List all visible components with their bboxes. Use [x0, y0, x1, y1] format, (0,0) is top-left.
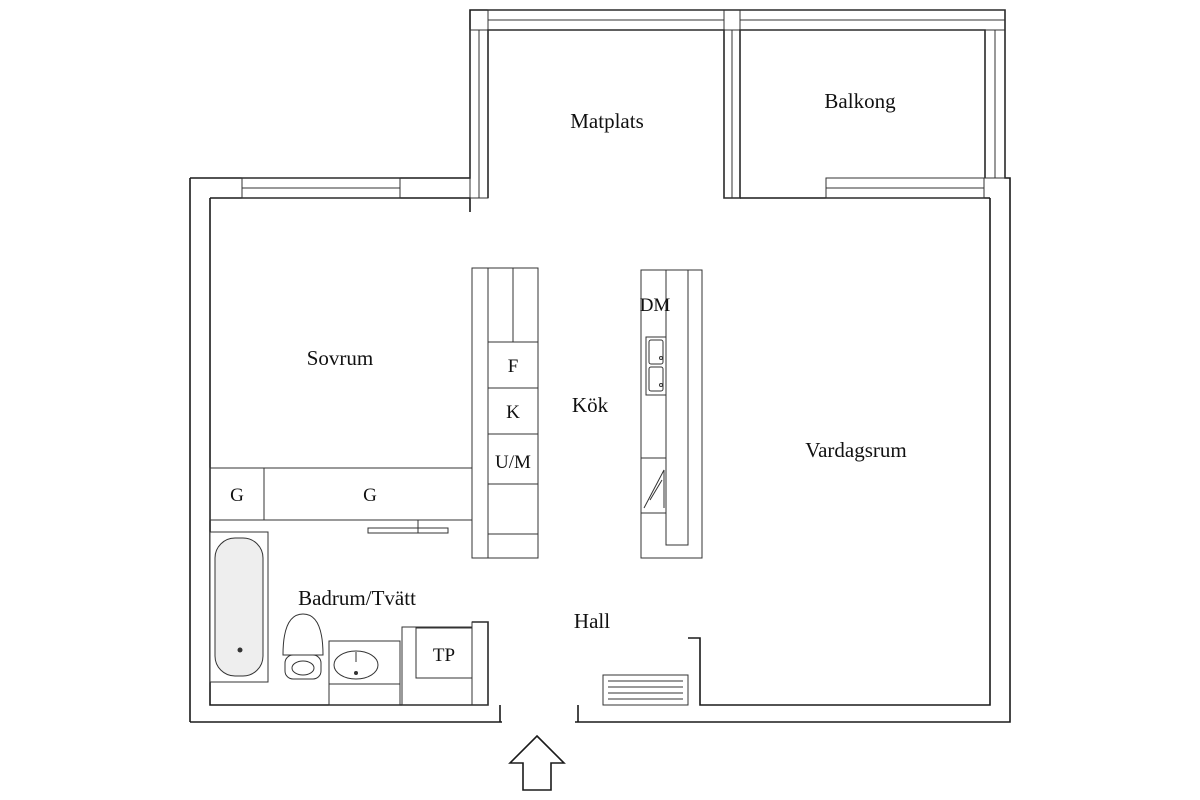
fixture-label-dishwasher: DM	[640, 295, 671, 316]
fixture-label-freezer: F	[508, 356, 519, 377]
fixture-label-wardrobe-small: G	[230, 485, 244, 506]
windows	[241, 9, 1006, 199]
bathtub-icon	[209, 531, 269, 683]
washbasin-icon	[328, 640, 401, 685]
room-label-badrum: Badrum/Tvätt	[298, 586, 416, 610]
room-label-kok: Kök	[572, 393, 609, 417]
fixture-label-wardrobe-large: G	[363, 485, 377, 506]
toilet-icon	[282, 613, 324, 680]
kitchen-left-column	[471, 267, 539, 559]
bathroom-fixtures	[209, 531, 489, 706]
fixture-label-fridge: K	[506, 402, 520, 423]
room-label-hall: Hall	[574, 609, 610, 633]
room-label-vardagsrum: Vardagsrum	[805, 438, 906, 462]
stove-icon	[643, 469, 665, 509]
fixture-label-oven-microwave: U/M	[495, 452, 531, 473]
room-label-matplats: Matplats	[570, 109, 644, 133]
room-label-sovrum: Sovrum	[307, 346, 374, 370]
room-label-balkong: Balkong	[824, 89, 896, 113]
fixture-label-dryer: TP	[433, 645, 455, 666]
entrance-arrow-icon	[508, 734, 566, 791]
wardrobes	[209, 467, 473, 534]
sink-icon	[645, 336, 667, 396]
radiator-icon	[602, 674, 689, 706]
kitchen-right-counter	[640, 269, 703, 559]
